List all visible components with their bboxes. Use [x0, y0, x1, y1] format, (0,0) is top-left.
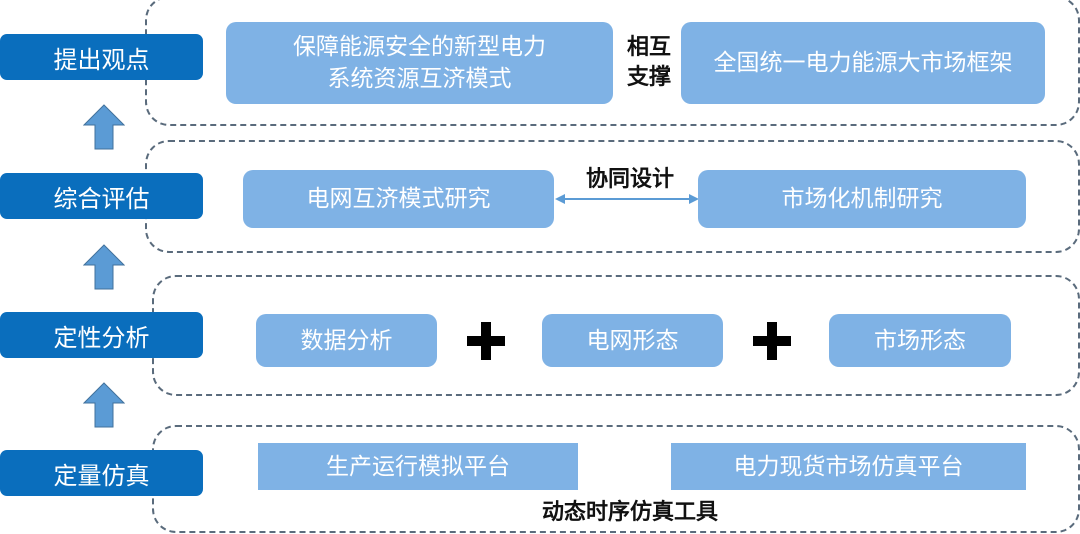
mutual-support-label: 相互 支撑: [618, 32, 680, 92]
box-market-mechanism-research: 市场化机制研究: [698, 170, 1026, 228]
box-grid-mutual-aid-research: 电网互济模式研究: [243, 170, 554, 228]
box-spot-market-simulation-platform: 电力现货市场仿真平台: [671, 443, 1026, 490]
collaborative-design-label: 协同设计: [585, 166, 674, 192]
label-line: 相互: [626, 34, 671, 60]
box-production-simulation-platform: 生产运行模拟平台: [258, 443, 578, 490]
double-arrow-icon: [555, 194, 699, 204]
plus-icon: [753, 322, 791, 360]
box-grid-form: 电网形态: [542, 314, 723, 367]
box-national-market-framework: 全国统一电力能源大市场框架: [681, 22, 1045, 104]
label-line: 支撑: [626, 64, 671, 90]
box-line: 系统资源互济模式: [327, 66, 512, 92]
level-quantitative: 定量仿真: [0, 450, 203, 496]
plus-icon: [467, 322, 505, 360]
dynamic-simulation-tool-caption: 动态时序仿真工具: [541, 499, 718, 525]
level-viewpoint: 提出观点: [0, 34, 203, 80]
box-market-form: 市场形态: [829, 314, 1011, 367]
box-resource-mutual-aid-mode: 保障能源安全的新型电力 系统资源互济模式: [226, 22, 613, 104]
level-qualitative: 定性分析: [0, 312, 203, 358]
box-line: 保障能源安全的新型电力: [293, 34, 546, 60]
up-arrow-icon: [83, 104, 125, 150]
box-data-analysis: 数据分析: [256, 314, 437, 367]
up-arrow-icon: [83, 244, 125, 290]
up-arrow-icon: [83, 382, 125, 428]
level-evaluation: 综合评估: [0, 173, 203, 219]
